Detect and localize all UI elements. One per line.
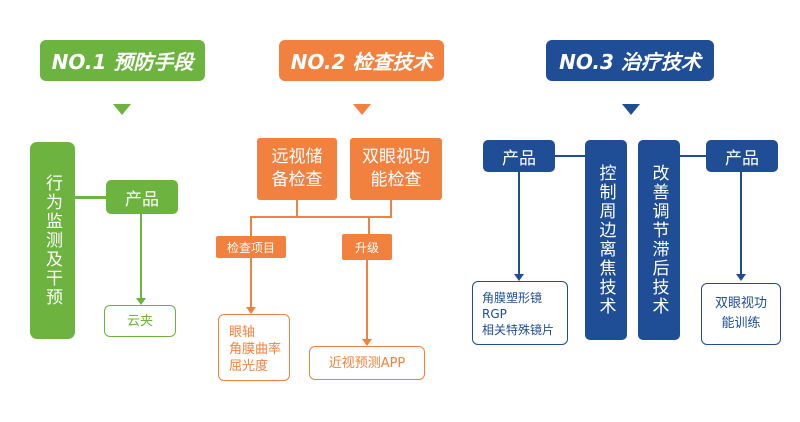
peripheral-defocus-label: 控制周边离焦技术 — [595, 164, 616, 316]
behavior-monitoring-box: 行为监测及干预 — [30, 142, 75, 339]
connector-line — [390, 200, 392, 218]
accommodation-lag-box: 改善调节滞后技术 — [638, 140, 680, 340]
connector-line — [250, 216, 252, 236]
product-box-left: 产品 — [483, 140, 555, 172]
hyperopia-reserve-box: 远视储备检查 — [257, 138, 337, 200]
connector-line — [368, 216, 370, 234]
arrow-down-icon — [362, 339, 372, 346]
inspection-arrow-icon — [353, 104, 371, 115]
hyperopia-reserve-label: 远视储备检查 — [271, 147, 323, 190]
inspection-items-result: 眼轴 角膜曲率 屈光度 — [218, 314, 290, 381]
connector-line — [555, 155, 585, 157]
connector-line — [250, 258, 252, 309]
arrow-down-icon — [246, 307, 256, 314]
connector-line — [740, 172, 742, 276]
treatment-header: NO.3 治疗技术 — [546, 40, 714, 81]
connector-line — [296, 200, 298, 218]
prevention-header: NO.1 预防手段 — [40, 40, 205, 81]
result-box-clip: 云夹 — [104, 305, 176, 337]
product-box-right: 产品 — [706, 140, 778, 172]
connector-line — [250, 216, 296, 218]
arrow-down-icon — [736, 274, 746, 281]
connector-line — [366, 260, 368, 341]
binocular-training-result: 双眼视功能训练 — [701, 283, 781, 345]
connector-line — [296, 216, 392, 218]
arrow-down-icon — [514, 274, 524, 281]
inspection-items-tag: 检查项目 — [216, 236, 286, 258]
binocular-vision-label: 双眼视功能检查 — [362, 147, 430, 190]
upgrade-tag: 升级 — [342, 234, 392, 260]
arrow-down-icon — [136, 298, 146, 305]
myopia-prediction-app: 近视预测APP — [309, 346, 425, 380]
binocular-vision-box: 双眼视功能检查 — [350, 138, 442, 200]
ortho-k-lens-result: 角膜塑形镜 RGP 相关特殊镜片 — [472, 281, 568, 345]
prevention-arrow-icon — [113, 104, 131, 115]
connector-line — [518, 172, 520, 276]
treatment-arrow-icon — [622, 104, 640, 115]
connector-line — [680, 155, 706, 157]
inspection-header: NO.2 检查技术 — [279, 40, 444, 81]
behavior-monitoring-label: 行为监测及干预 — [42, 174, 62, 307]
product-box-1: 产品 — [106, 180, 178, 214]
accommodation-lag-label: 改善调节滞后技术 — [648, 164, 669, 316]
connector-line — [140, 214, 142, 300]
connector-line — [75, 196, 106, 199]
binocular-training-label: 双眼视功能训练 — [714, 296, 767, 331]
peripheral-defocus-box: 控制周边离焦技术 — [585, 140, 627, 340]
